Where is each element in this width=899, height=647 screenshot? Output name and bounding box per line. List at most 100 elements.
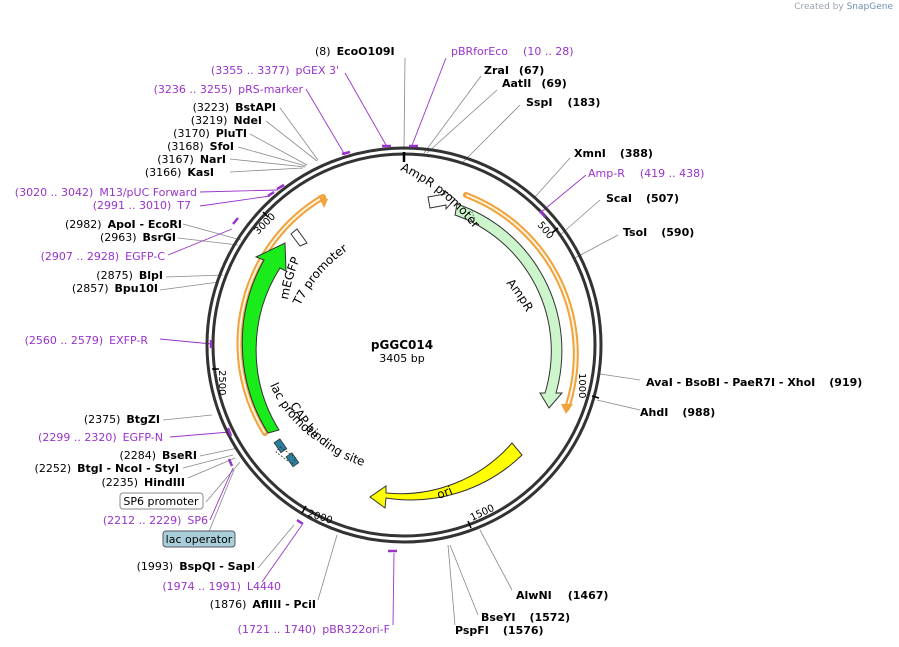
primer-label-m13-puc-forward: (3020 .. 3042) M13/pUC Forward	[15, 186, 197, 199]
site-name-pspfi: PspFI	[455, 624, 489, 637]
site-name-hindiii: HindIII	[144, 476, 185, 489]
primer-name-exfp-r: EXFP-R	[109, 334, 148, 347]
site-pos-kasi: (3166)	[145, 166, 182, 179]
tick-marks	[212, 211, 600, 529]
primer-name-pbrforeco: pBRforEco	[451, 45, 508, 58]
site-name-ahdi: AhdI	[640, 406, 668, 419]
site-name-scai: ScaI	[606, 192, 632, 205]
primer-name-m13-puc-forward: M13/pUC Forward	[99, 186, 197, 199]
lac-operator-block	[273, 438, 288, 454]
site-name-kasi: KasI	[187, 166, 214, 179]
site-pos-nari: (3167)	[157, 153, 194, 166]
primer-label-pbr322ori-f: (1721 .. 1740) pBR322ori-F	[238, 623, 390, 636]
primer-name-egfp-n: EGFP-N	[123, 431, 163, 444]
primer-name-sp6: SP6	[187, 514, 208, 527]
primer-label-t7: (2991 .. 3010)T7	[93, 199, 191, 212]
site-pos-sfoi: (3168)	[167, 140, 204, 153]
t7-promoter-label: T7 promoter	[290, 241, 350, 308]
lac-operator-box-label: lac operator	[166, 533, 233, 546]
primer-label-pgex-3: (3355 .. 3377) pGEX 3'	[211, 64, 339, 77]
cap-site-block	[285, 452, 300, 468]
site-pos-scai: (507)	[646, 192, 679, 205]
credit-prefix: Created by	[794, 2, 844, 12]
site-pos-ahdi: (988)	[682, 406, 715, 419]
ampr-feature-arrow	[454, 203, 564, 409]
site-label-btgzi: (2375)BtgZI	[84, 413, 160, 426]
tick-label-1000: 1000	[576, 373, 587, 398]
site-name-sfoi: SfoI	[210, 140, 234, 153]
primer-label-pbrforeco: pBRforEco (10 .. 28)	[451, 45, 574, 58]
site-pos-aatii: (69)	[541, 77, 566, 90]
site-pos-btgzi: (2375)	[84, 413, 121, 426]
ori-label-text: ori	[435, 483, 454, 501]
primer-range-m13-puc-forward: (3020 .. 3042)	[15, 186, 94, 199]
site-label-blpi: (2875) BlpI	[96, 269, 163, 282]
site-label-beri: (2284)BseRI	[119, 449, 197, 462]
plasmid-size: 3405 bp	[379, 352, 424, 365]
cap-binding-site-label: CAP binding site	[287, 400, 366, 469]
primer-name-pgex-3: pGEX 3'	[295, 64, 339, 77]
orange-strand-right-core	[465, 194, 577, 409]
primer-label-prs-marker: (3236 .. 3255) pRS-marker	[154, 83, 304, 96]
site-name-zrai: ZraI	[484, 64, 509, 77]
site-pos-ecoo109i: (8)	[315, 45, 331, 58]
site-pos-pluti: (3170)	[173, 127, 210, 140]
site-pos-pcii-group: (1876)	[210, 598, 247, 611]
site-label-bseyi: BseYI(1572)	[481, 611, 570, 624]
site-label-aatii: AatII (69)	[502, 77, 567, 90]
site-name-nari: NarI	[200, 153, 226, 166]
orange-strand-left-arrowhead	[318, 195, 328, 208]
primer-label-exfp-r: (2560 .. 2579)EXFP-R	[25, 334, 149, 347]
site-label-sfoi: (3168) SfoI	[167, 140, 234, 153]
primer-range-egfp-n: (2299 .. 2320)	[38, 431, 117, 444]
sp6-promoter-box	[119, 492, 204, 510]
t7-promoter-arrow	[290, 228, 308, 247]
site-pos-bsrgi: (2963)	[100, 231, 137, 244]
site-name-styi-group: BtgI - NcoI - StyI	[77, 462, 179, 475]
site-pos-bpu10i: (2857)	[72, 282, 109, 295]
site-name-ecori-group: ApoI - EcoRI	[108, 218, 182, 231]
site-pos-tsoi: (590)	[661, 226, 694, 239]
primer-name-pbr322ori-f: pBR322ori-F	[322, 623, 390, 636]
site-pos-bstapi: (3223)	[193, 101, 230, 114]
site-pos-xmni: (388)	[620, 147, 653, 160]
primer-range-prs-marker: (3236 .. 3255)	[154, 83, 233, 96]
site-pos-ecori-group: (2982)	[65, 218, 102, 231]
site-name-blpi: BlpI	[139, 269, 163, 282]
orange-strand-left-core	[238, 196, 324, 434]
site-name-sapi-group: BspQI - SapI	[179, 560, 255, 573]
primer-range-pbrforeco: (10 .. 28)	[523, 45, 574, 58]
plasmid-name: pGGC014	[371, 338, 433, 352]
primer-range-egfp-c: (2907 .. 2928)	[41, 250, 120, 263]
site-label-kasi: (3166) KasI	[145, 166, 214, 179]
site-name-pluti: PluTI	[216, 127, 247, 140]
site-pos-alwni: (1467)	[568, 589, 609, 602]
site-label-styi-group: (2252)BtgI - NcoI - StyI	[35, 462, 179, 475]
site-label-pluti: (3170) PluTI	[173, 127, 247, 140]
primer-name-amp-r: Amp-R	[588, 167, 625, 180]
snapgene-logo-text: SnapGene	[846, 2, 893, 12]
site-name-tsoi: TsoI	[623, 226, 647, 239]
t7-promoter-label-text: T7 promoter	[290, 241, 350, 308]
cap-binding-site-label-text: CAP binding site	[287, 400, 366, 469]
site-pos-sspi: (183)	[567, 96, 600, 109]
site-pos-blpi: (2875)	[96, 269, 133, 282]
site-label-scai: ScaI (507)	[606, 192, 679, 205]
site-name-pcii-group: AflIII - PciI	[252, 598, 316, 611]
primer-range-pgex-3: (3355 .. 3377)	[211, 64, 290, 77]
site-label-ndei: (3219)NdeI	[191, 114, 262, 127]
site-name-bpu10i: Bpu10I	[115, 282, 159, 295]
primer-range-pbr322ori-f: (1721 .. 1740)	[238, 623, 317, 636]
site-label-ecoo109i: (8)EcoO109I	[315, 45, 395, 58]
primer-leader-lines	[159, 57, 587, 626]
primer-label-egfp-c: (2907 .. 2928)EGFP-C	[41, 250, 166, 263]
primer-marks	[209, 144, 546, 553]
primer-range-t7: (2991 .. 3010)	[93, 199, 172, 212]
primer-range-l4440: (1974 .. 1991)	[162, 580, 241, 593]
site-name-aatii: AatII	[502, 77, 531, 90]
site-pos-hindiii: (2235)	[101, 476, 138, 489]
tick-label-2500: 2500	[216, 370, 227, 395]
site-name-beri: BseRI	[162, 449, 197, 462]
primer-name-prs-marker: pRS-marker	[238, 83, 303, 96]
